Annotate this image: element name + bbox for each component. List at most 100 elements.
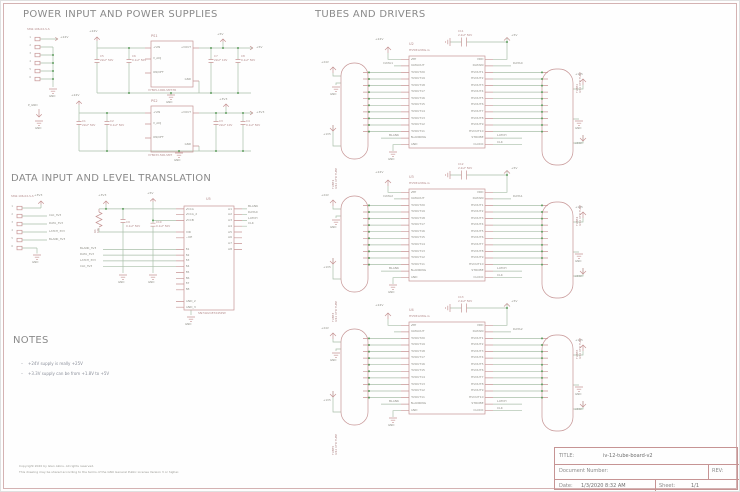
tube-part: IV12 VFD TUBE	[578, 337, 583, 359]
pin-name: HVOUT9	[470, 122, 484, 127]
pin-name: BLANKING	[410, 401, 427, 406]
pin-name: HVOUT1	[470, 202, 484, 207]
note-text: +3.3V supply can be from +1.8V to +5V	[28, 371, 110, 376]
pin-name: HVOUT6	[470, 102, 484, 107]
pin-name: HVOUT4	[470, 222, 484, 227]
net-label: CLK_3V3	[80, 263, 93, 268]
resistor-value: 10k	[96, 227, 101, 233]
cap-value: 22uF 10V	[219, 122, 233, 127]
net-label-1v5: +1V5	[575, 72, 583, 76]
pin-name: HVOUT10	[469, 261, 484, 266]
net-label-3v3: +3V3	[256, 109, 265, 114]
pin-name: VPP	[410, 322, 417, 327]
pin-name: GND	[410, 274, 418, 279]
tube-part: IV12 VFD TUBE	[578, 204, 583, 226]
net-label: LATCH_3V3	[80, 258, 96, 262]
gnd-label: GND	[166, 99, 173, 104]
note-item: –+3.3V supply can be from +1.8V to +5V	[21, 360, 109, 379]
block-wiring	[329, 37, 587, 166]
gnd-label: GND	[148, 279, 155, 284]
cap-refdes: C8	[241, 54, 245, 58]
pin-name-onoff: ON/OFF	[153, 134, 164, 139]
net-label: DATA_3V3	[49, 221, 64, 225]
net-label-latch: LATCH	[497, 133, 507, 137]
pin-name: HVOUT20	[410, 69, 425, 74]
pin-name: HVOUT1	[470, 335, 484, 340]
pin-name: HVOUT11	[410, 394, 425, 399]
pin-name: DATAIN	[472, 329, 484, 334]
gnd-label: GND	[575, 392, 582, 396]
capacitor-label: C5 22uF 50V	[100, 55, 113, 61]
net-label: CLK	[248, 221, 254, 226]
net-label-5v: +5V	[511, 166, 518, 170]
net-label-1v5: +1V5	[323, 264, 331, 269]
pin-name: STROBE	[471, 135, 484, 140]
cap-refdes: C9	[126, 220, 130, 224]
pin-number: 3	[29, 51, 31, 55]
net-label-clk: CLK	[497, 139, 503, 144]
pin-name: HVOUT12	[410, 122, 425, 127]
note-item: –+24V supply is really +25V	[21, 350, 83, 369]
pin-name: HVOUT7	[470, 109, 484, 113]
net-label: BLANK_3V3	[49, 237, 66, 241]
pin-name: HVOUT5	[470, 228, 484, 233]
tube-part: IV12 VFD TUBE	[334, 433, 339, 455]
regulator-part: V78033-500-SMT	[148, 152, 173, 157]
pin-number: 6	[29, 75, 31, 79]
capacitor-label: C8 0.1uF 50V	[241, 55, 255, 61]
pin-number: 5	[29, 67, 31, 71]
gnd-label: GND	[49, 93, 56, 98]
pin-name: GND_3	[185, 304, 196, 309]
pin-name: HVOUT7	[470, 242, 484, 246]
pin-name: HVOUT8	[470, 381, 484, 386]
pin-name-vin: +VIN	[153, 44, 161, 49]
pin-name: HVOUT2	[470, 342, 484, 347]
pin-name: ~OE	[185, 235, 193, 240]
net-label-3v3: +3V3	[98, 193, 107, 197]
net-label-5v: +5V	[256, 44, 263, 49]
cap-value: 2.2uF 50V	[458, 32, 473, 37]
capacitor-label: C3 22uF 10V	[219, 120, 232, 126]
gnd-label: GND	[330, 92, 337, 96]
pin-name-gnd: GND	[184, 76, 191, 81]
cap-refdes: C10	[156, 220, 162, 224]
net-label: LATCH	[248, 215, 258, 220]
date-label: Date:	[559, 482, 573, 489]
gnd-label: GND	[174, 157, 181, 162]
pin-name: STROBE	[471, 401, 484, 406]
pin-name: DATAOUT	[410, 196, 425, 201]
pin-name: DATAIN	[472, 63, 484, 68]
copyright-line1: Copyright 2020 by Glen Akins. All rights…	[19, 464, 95, 468]
pin-name: B1	[185, 246, 190, 251]
title-block-divider	[655, 479, 656, 491]
net-label-latch: LATCH	[497, 266, 507, 270]
pin-name: HVOUT2	[470, 76, 484, 81]
pin-name: HVOUT11	[410, 128, 425, 133]
pin-name: CLOCK	[473, 407, 484, 412]
cap-refdes: C13	[458, 295, 464, 299]
connector-j1-part: SSW-106-02-S-S	[27, 27, 50, 31]
net-label-24v: +24V	[71, 93, 80, 97]
pin-name: DATAOUT	[410, 329, 425, 334]
pin-name: GND_2	[185, 298, 196, 303]
pin-name: HVOUT8	[470, 115, 484, 120]
pin-number: 3	[11, 220, 13, 224]
section-title-power: POWER INPUT AND POWER SUPPLIES	[23, 9, 218, 20]
capacitor-label: C9 0.1uF 50V	[126, 221, 140, 227]
net-label: DATA_3V3	[80, 252, 95, 257]
capacitor-label: C1 22uF 50V	[82, 120, 95, 126]
pin-name: HVOUT4	[470, 89, 484, 94]
cap-refdes: C12	[458, 162, 464, 166]
pin-name: HVOUT6	[470, 235, 484, 240]
pin-name: B7	[185, 281, 190, 286]
pin-name: HVOUT4	[470, 355, 484, 360]
note-bullet: –	[21, 361, 23, 366]
pin-name: HVOUT3	[470, 215, 484, 220]
cap-value: 0.1uF 50V	[246, 122, 261, 127]
gnd-label: GND	[118, 279, 125, 284]
gnd-label: GND	[330, 225, 337, 229]
cap-value: 22uF 50V	[82, 122, 96, 127]
pin-name-gnd: GND	[184, 141, 191, 146]
